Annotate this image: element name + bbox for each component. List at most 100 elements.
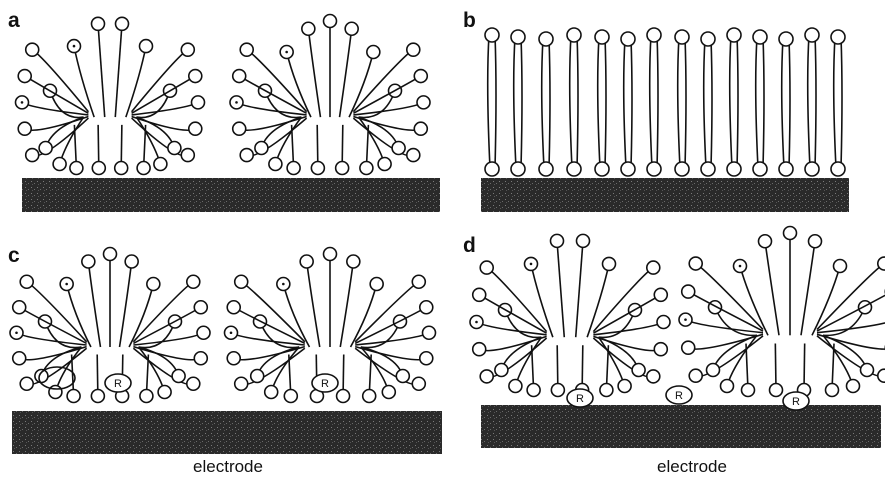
lipid-head [527,384,540,397]
lipid-tail [67,284,91,347]
lipid-domain [230,15,430,175]
lipid-head [618,380,631,393]
panel-label-b: b [463,9,476,32]
lipid-tail [46,117,84,148]
lipid [817,313,885,333]
lipid-head [770,384,783,397]
lipid-tail [789,39,790,168]
lipid [324,15,337,118]
head-dot [65,283,68,286]
lipid [647,28,661,176]
lipid-head [18,122,31,135]
lipid-head [420,352,433,365]
lipid-tail [129,284,153,347]
lipid-head [485,162,499,176]
lipid-head [805,28,819,42]
lipid [599,304,642,338]
lipid-tail [307,262,320,348]
lipid-tail [817,264,884,330]
lipid [235,275,305,342]
lipid-head [172,370,185,383]
lipid-tail [501,337,541,370]
lipid-tail [132,102,198,115]
lipid-tail [812,266,840,335]
lipid-head [473,288,486,301]
reporter-label: R [321,378,329,390]
lipid-tail [247,50,307,112]
lipid-tail [257,347,299,376]
lipid-tail [241,282,305,342]
lipid [701,32,715,176]
lipid-tail [479,295,546,333]
reporter-molecule: R [312,374,338,392]
lipid-tail [132,76,196,113]
lipid-head [192,96,205,109]
lipid-head [727,28,741,42]
lipid [753,30,767,176]
lipid-head [189,122,202,135]
lipid-tail [495,35,496,168]
lipid-head [392,142,405,155]
lipid [499,304,542,338]
lipid-tail [132,50,188,112]
lipid [92,17,105,117]
lipid-head [473,343,486,356]
lipid-head [675,30,689,44]
lipid-head [805,162,819,176]
lipid-head [194,301,207,314]
lipid [587,257,615,337]
lipid-tail [41,347,81,376]
lipid-head [265,386,278,399]
lipid [115,17,128,117]
lipid [621,32,635,176]
lipid-tail [841,37,842,168]
lipid-tail [685,37,686,168]
lipid-head [311,162,324,175]
lipid-head [647,261,660,274]
lipid [351,278,384,348]
lipid-head [189,70,202,83]
lipid [727,28,741,176]
lipid-head [235,275,248,288]
lipid [551,234,565,337]
lipid-tail [521,37,522,168]
lipid [480,261,546,332]
lipid-tail [19,307,86,343]
lipid-tail [605,37,606,168]
lipid-head [878,369,885,382]
lipid-tail [351,284,377,347]
lipid-tail [823,335,867,370]
lipid [355,348,425,390]
lipid-head [233,122,246,135]
lipid-tail [340,29,352,117]
lipid [805,28,819,176]
lipid-head [485,28,499,42]
lipid-head [407,43,420,56]
lipid-tail [576,241,583,337]
lipid-head [682,341,695,354]
lipid-head [91,390,104,403]
lipid-head [360,162,373,175]
lipid-head [324,15,337,28]
lipid [593,261,659,332]
head-dot [285,51,288,54]
lipid-head [26,149,39,162]
lipid-head [701,162,715,176]
lipid-tail [801,241,815,335]
lipid-head [567,28,581,42]
lipid-head [300,255,313,268]
lipid-head [603,257,616,270]
lipid-head [727,162,741,176]
lipid-head [621,162,635,176]
lipid-tail [657,35,658,168]
lipid-tail [359,117,399,148]
lipid-head [302,22,315,35]
lipid [779,32,793,176]
lipid-head [721,380,734,393]
lipid-tail [549,39,550,168]
lipid-tail [593,295,660,333]
lipid-tail [599,337,639,370]
lipid [277,278,310,348]
lipid-tail [98,24,105,117]
lipid [485,28,499,176]
